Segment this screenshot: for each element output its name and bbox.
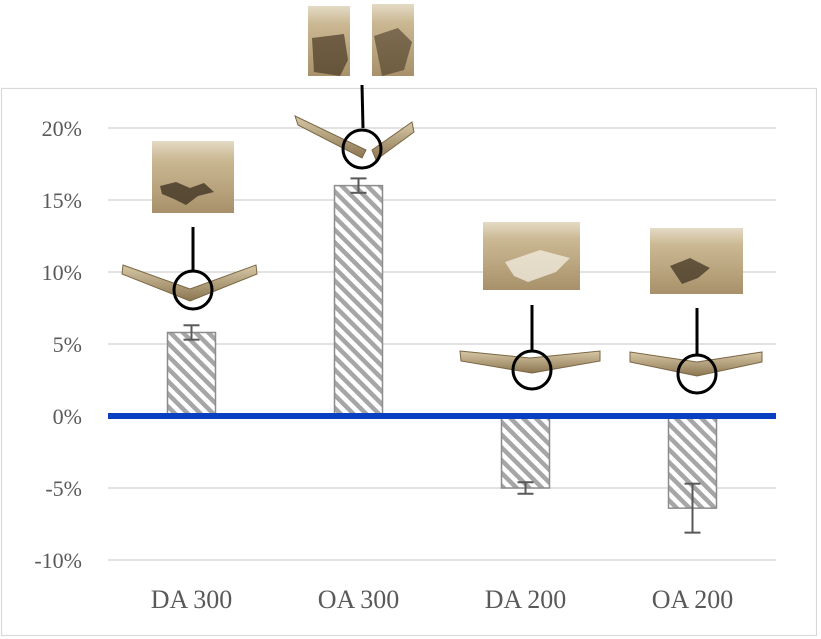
magnifier-circle-oa300	[341, 128, 383, 170]
y-tick-label: -10%	[34, 548, 82, 573]
bent-plate-da300	[121, 264, 258, 302]
y-tick-label: 20%	[42, 116, 82, 141]
error-bar	[183, 324, 200, 341]
y-tick-label: 15%	[42, 188, 82, 213]
fracture-photo-oa200	[650, 228, 743, 294]
x-category-label: DA 200	[485, 585, 567, 614]
x-category-label: OA 300	[318, 585, 400, 614]
magnifier-circle-da300	[172, 269, 214, 311]
error-bar	[684, 482, 701, 534]
bar	[166, 331, 217, 417]
crack-da200	[505, 250, 570, 282]
pointer-line-oa300	[360, 84, 365, 129]
specimen-da200	[459, 222, 601, 391]
x-category-label: DA 300	[151, 585, 233, 614]
crack-oa200	[670, 258, 710, 284]
bar	[500, 415, 551, 489]
crack-oa300-right	[374, 28, 412, 76]
crack-da300	[160, 182, 214, 205]
y-tick-label: 0%	[53, 404, 82, 429]
bars	[166, 184, 718, 509]
bent-plate-oa300-right	[371, 121, 415, 161]
crack-oa300-left	[312, 34, 348, 76]
fracture-photo-da300	[152, 141, 234, 213]
bent-plate-oa300-left	[294, 115, 367, 159]
error-bar	[517, 481, 534, 495]
plot-frame	[0, 87, 818, 637]
y-tick-label: -5%	[45, 476, 82, 501]
magnifier-circle-da200	[511, 349, 553, 391]
specimen-oa200	[629, 228, 763, 395]
specimen-illustrations	[121, 4, 763, 395]
specimen-da300	[121, 141, 258, 311]
y-axis-tick-labels: -10% -5% 0% 5% 10% 15% 20%	[34, 116, 82, 573]
specimen-oa300	[294, 4, 415, 170]
y-tick-label: 10%	[42, 260, 82, 285]
bar	[333, 184, 384, 417]
bent-plate-oa200	[629, 351, 763, 377]
y-tick-label: 5%	[53, 332, 82, 357]
bent-plate-da200	[459, 350, 601, 374]
error-bars	[183, 177, 701, 534]
magnifier-circle-oa200	[676, 353, 718, 395]
error-bar	[350, 177, 367, 194]
x-axis-category-labels: DA 300 OA 300 DA 200 OA 200	[151, 585, 734, 614]
x-category-label: OA 200	[652, 585, 734, 614]
